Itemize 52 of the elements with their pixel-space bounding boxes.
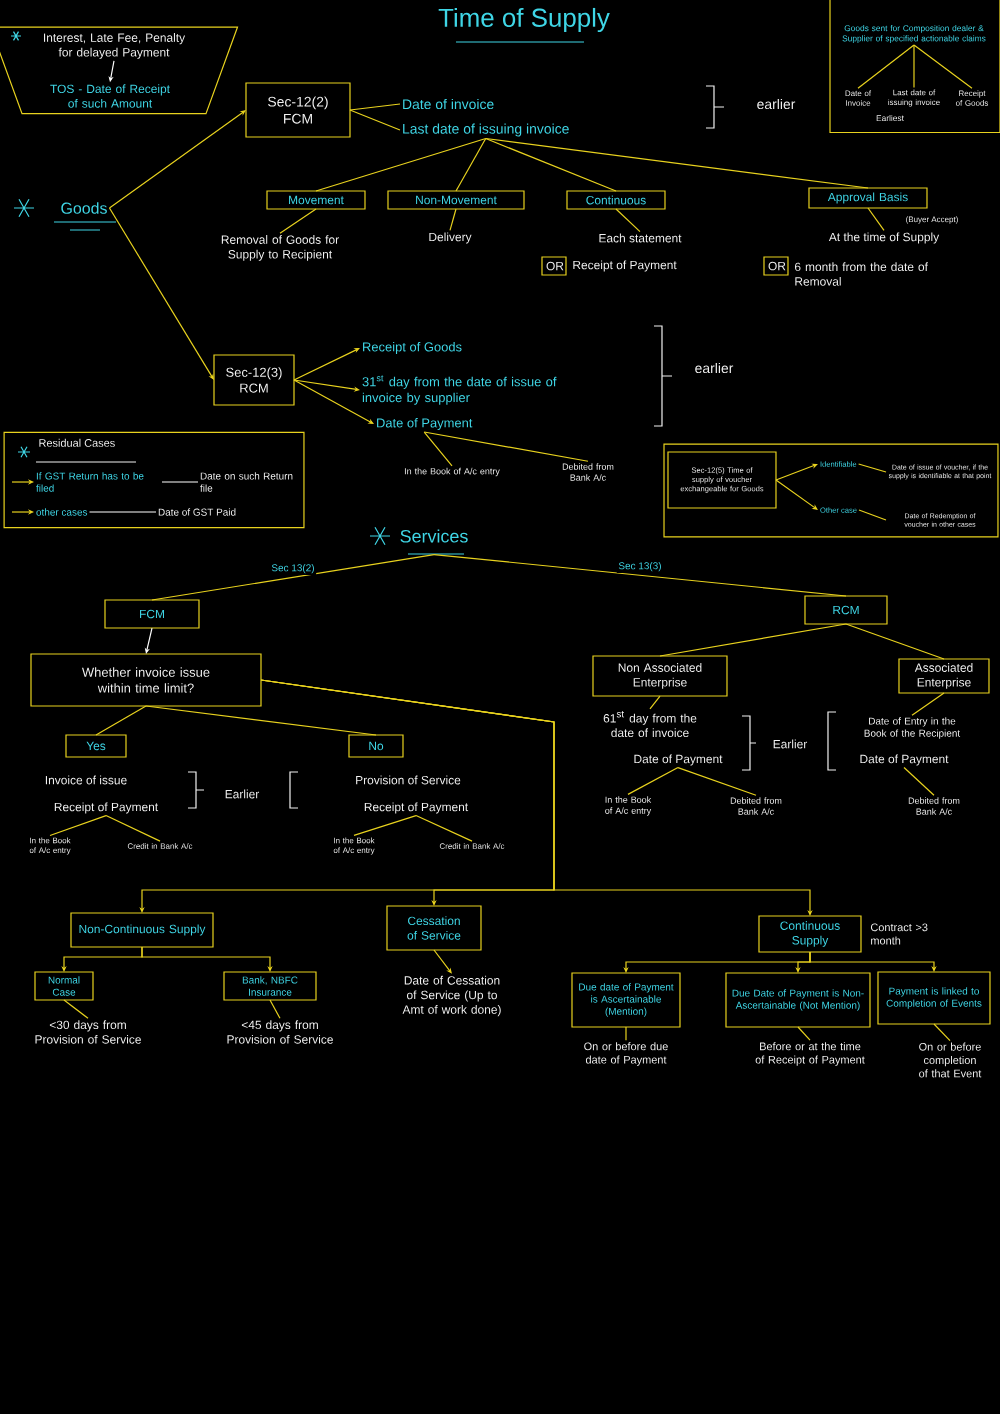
connector-line bbox=[627, 766, 679, 795]
connector-line bbox=[315, 137, 487, 192]
connector-line bbox=[105, 814, 161, 842]
connector-line bbox=[279, 208, 317, 234]
connector-line bbox=[145, 705, 377, 736]
title: Time of Supply bbox=[438, 7, 610, 33]
arrow bbox=[809, 951, 937, 972]
connector-line bbox=[677, 766, 757, 796]
connector-line bbox=[485, 137, 869, 189]
connector-line bbox=[353, 814, 417, 837]
connector-line bbox=[349, 109, 401, 131]
connector-line bbox=[269, 999, 281, 1019]
connector-line bbox=[151, 553, 435, 601]
connector-line bbox=[455, 137, 487, 192]
arrow bbox=[141, 946, 273, 972]
connector-line bbox=[903, 766, 935, 796]
connector-line bbox=[95, 705, 147, 736]
connector-line bbox=[858, 509, 887, 521]
connector-line bbox=[415, 814, 473, 842]
connector-line bbox=[423, 431, 453, 467]
heading-text: Services bbox=[400, 529, 468, 543]
connector-line bbox=[88, 511, 157, 513]
connector-line bbox=[867, 207, 885, 232]
connector-line bbox=[349, 103, 401, 111]
arrow bbox=[293, 379, 360, 392]
connector-line bbox=[797, 1026, 811, 1041]
arrow bbox=[293, 379, 374, 424]
arrow bbox=[108, 207, 214, 380]
arrow bbox=[260, 679, 813, 916]
arrow bbox=[293, 348, 360, 381]
arrow bbox=[775, 463, 818, 481]
connector-line bbox=[63, 999, 89, 1019]
connector-line bbox=[913, 44, 973, 89]
connector-line bbox=[161, 481, 199, 483]
connector-line bbox=[625, 1026, 627, 1041]
connector-line bbox=[423, 431, 589, 462]
arrow bbox=[775, 479, 818, 510]
connector-line bbox=[485, 137, 617, 192]
connector-line bbox=[659, 623, 847, 657]
connector-line bbox=[858, 463, 887, 473]
connector-line bbox=[433, 553, 847, 597]
connector-line bbox=[857, 44, 915, 89]
connector-line bbox=[615, 208, 641, 233]
connector-line bbox=[911, 692, 945, 716]
connector-line bbox=[449, 208, 457, 232]
connector-line bbox=[49, 814, 107, 837]
connector-line bbox=[845, 623, 945, 660]
connector-line bbox=[933, 1023, 951, 1042]
arrow bbox=[108, 110, 246, 209]
connector-line bbox=[913, 44, 915, 89]
arrow bbox=[433, 949, 452, 974]
connector-line bbox=[649, 695, 661, 710]
